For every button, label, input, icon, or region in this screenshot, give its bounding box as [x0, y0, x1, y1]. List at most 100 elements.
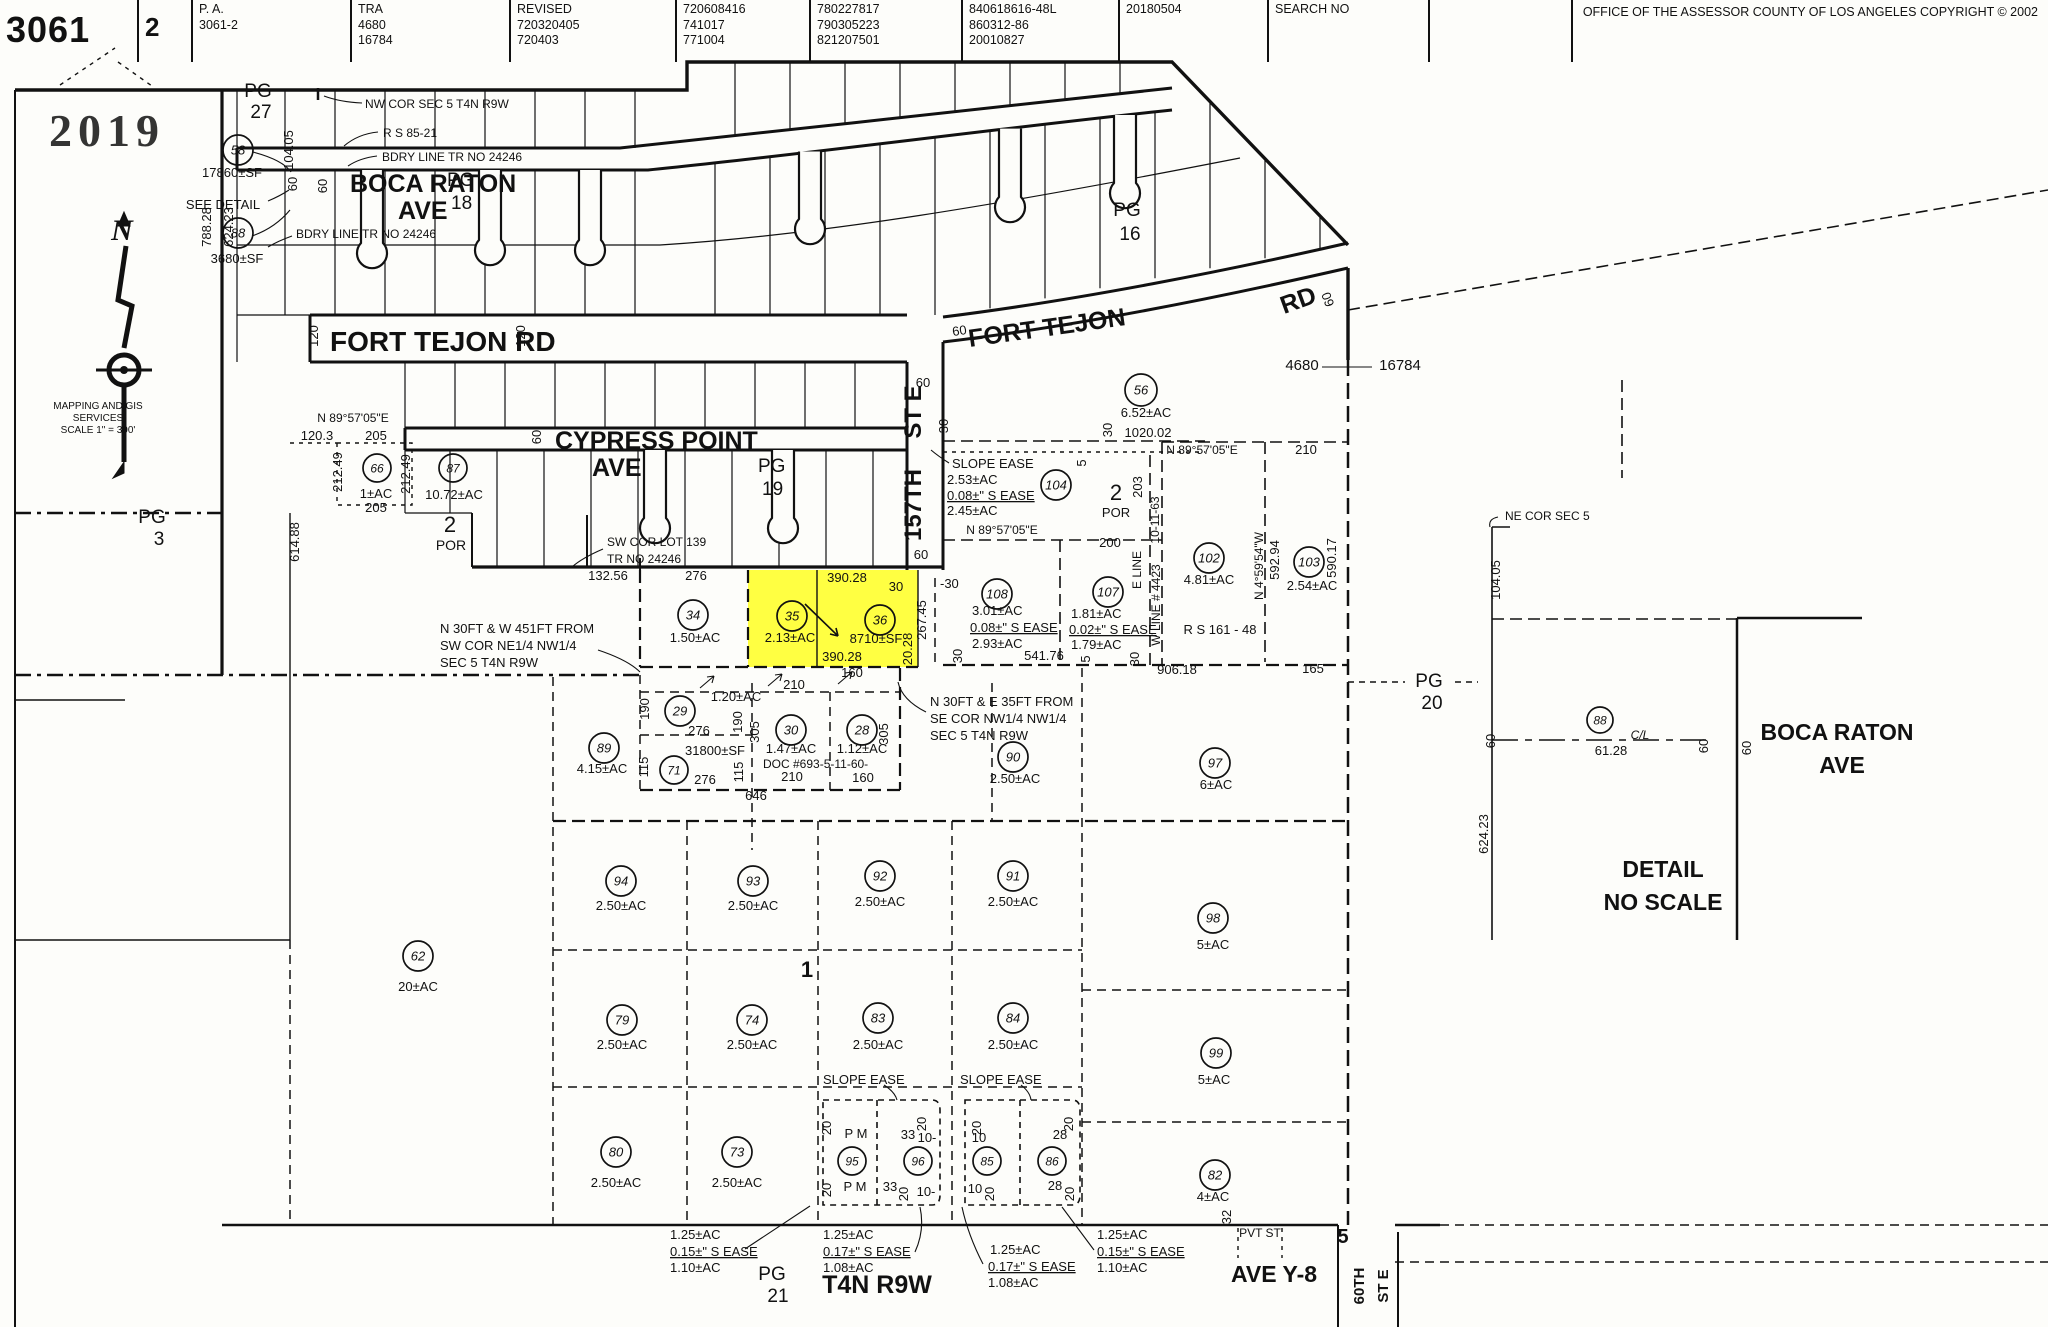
parcel-circle-86: 86	[1037, 1146, 1067, 1176]
label-2019: 2019	[49, 105, 165, 156]
label-104-05: 104.05	[281, 130, 296, 170]
label-rd: RD	[1277, 281, 1321, 320]
label-212-49: 212.49	[330, 452, 345, 492]
label-0-17-s-ease: 0.17±" S EASE	[988, 1259, 1076, 1274]
header-col-searchno: SEARCH NO	[1267, 0, 1428, 62]
parcel-circle-89: 89	[588, 732, 620, 764]
svg-text:89: 89	[597, 741, 611, 756]
fort-tejon-rd-east-edges	[942, 241, 1349, 344]
label-276: 276	[685, 568, 707, 583]
label-e-line: E LINE	[1130, 551, 1144, 589]
label-c-l: C/L	[1631, 728, 1650, 742]
label-2-50-ac: 2.50±AC	[591, 1175, 642, 1190]
svg-text:107: 107	[1097, 585, 1119, 600]
label-2-54-ac: 2.54±AC	[1287, 578, 1338, 593]
label-10: 10	[972, 1130, 986, 1145]
label-6-ac: 6±AC	[1200, 777, 1232, 792]
label-6-52-ac: 6.52±AC	[1121, 405, 1172, 420]
label-21: 21	[767, 1286, 788, 1307]
label-n-4-59-54-w: N 4°59'54"W	[1252, 531, 1266, 600]
label-210: 210	[781, 769, 803, 784]
label-614-88: 614.88	[287, 522, 302, 562]
parcel-circle-96: 96	[903, 1146, 933, 1176]
label-27: 27	[250, 102, 271, 123]
cul-de-sac-bulbs	[355, 115, 1142, 545]
label-10: 10-	[917, 1184, 936, 1199]
parcel-circle-74: 74	[736, 1004, 768, 1036]
label-doc-693-5-11-60: DOC #693-5-11-60-	[763, 757, 868, 771]
label-2-93-ac: 2.93±AC	[972, 636, 1023, 651]
label-120-3: 120.3	[301, 428, 334, 443]
label-2: 2	[444, 512, 456, 537]
label-w-line-4423: W LINE # 4423	[1149, 564, 1163, 646]
label-5: 5	[1078, 655, 1093, 662]
label-2-50-ac: 2.50±AC	[855, 894, 906, 909]
svg-text:88: 88	[231, 226, 246, 241]
label-ave-y-8: AVE Y-8	[1231, 1261, 1317, 1287]
highlighted-parcels-35-36	[748, 570, 918, 667]
label-20: 20	[1062, 1187, 1077, 1201]
label-5-ac: 5±AC	[1198, 1072, 1230, 1087]
svg-text:30: 30	[784, 723, 799, 738]
label-624-23: 624.23	[221, 207, 236, 247]
svg-text:104: 104	[1045, 478, 1067, 493]
svg-text:94: 94	[614, 874, 628, 889]
label-60: 60	[1483, 734, 1498, 748]
label-pg: PG	[447, 170, 474, 191]
parcel-circle-85: 85	[972, 1146, 1002, 1176]
label-1-08-ac: 1.08±AC	[823, 1260, 874, 1275]
label-1-08-ac: 1.08±AC	[988, 1275, 1039, 1290]
label-0-15-s-ease: 0.15±" S EASE	[1097, 1244, 1185, 1259]
label-p-m: P M	[845, 1126, 868, 1141]
label-1-79-ac: 1.79±AC	[1071, 637, 1122, 652]
cul-de-sac-bulb	[638, 450, 672, 545]
book-number: 3061	[6, 9, 91, 50]
svg-text:85: 85	[980, 1155, 994, 1169]
label-646: 646	[745, 788, 767, 803]
label-n: N	[110, 214, 134, 247]
label-2-50-ac: 2.50±AC	[727, 1037, 778, 1052]
label-200: 200	[1099, 535, 1121, 550]
svg-text:74: 74	[745, 1013, 759, 1028]
label-ave: AVE	[1819, 752, 1865, 778]
svg-text:97: 97	[1208, 756, 1223, 771]
label-541-76: 541.76	[1024, 648, 1064, 663]
label-30: 30	[950, 649, 965, 663]
label-16: 16	[1119, 224, 1140, 245]
label-906-18: 906.18	[1157, 662, 1197, 677]
label-205: 205	[365, 500, 387, 515]
label-n-30ft-w-451ft-from: N 30FT & W 451FT FROM	[440, 621, 594, 636]
label-boca-raton: BOCA RATON	[350, 170, 516, 198]
label-2-50-ac: 2.50±AC	[988, 1037, 1039, 1052]
label-31800-sf: 31800±SF	[685, 743, 745, 758]
label-2-50-ac: 2.50±AC	[596, 898, 647, 913]
detail-ave-lines	[1735, 616, 1862, 940]
svg-text:103: 103	[1298, 555, 1320, 570]
header-col-tra: TRA 4680 16784	[350, 0, 509, 62]
label-1-12-ac: 1.12±AC	[837, 741, 888, 756]
label-1-81-ac: 1.81±AC	[1071, 606, 1122, 621]
parcel-circle-66: 66	[362, 453, 392, 483]
cul-de-sac-bulb	[793, 151, 827, 246]
label-10: 10-	[918, 1130, 937, 1145]
label-592-94: 592.94	[1267, 540, 1282, 580]
svg-text:102: 102	[1198, 551, 1220, 566]
label-pg: PG	[1415, 671, 1442, 692]
assessor-office-block: OFFICE OF THE ASSESSOR COUNTY OF LOS ANG…	[1570, 0, 2048, 62]
label-157th: 157TH	[900, 469, 927, 541]
cul-de-sac-bulb	[766, 450, 800, 545]
section-top-boundary	[15, 60, 1350, 360]
parcel-circle-102: 102	[1193, 542, 1225, 574]
label-60: 60	[1318, 290, 1337, 309]
parcel-circle-30: 30	[775, 714, 807, 746]
label-60: 60	[315, 179, 330, 193]
label-2-50-ac: 2.50±AC	[853, 1037, 904, 1052]
label-30: 30	[889, 579, 903, 594]
label-1-25-ac: 1.25±AC	[670, 1227, 721, 1242]
label-st-e: ST E	[900, 385, 927, 438]
label-sw-cor-ne1-4-nw1-4: SW COR NE1/4 NW1/4	[440, 638, 577, 653]
label-20: 20	[914, 1117, 929, 1131]
header-col-rev5: 20180504	[1118, 0, 1267, 62]
